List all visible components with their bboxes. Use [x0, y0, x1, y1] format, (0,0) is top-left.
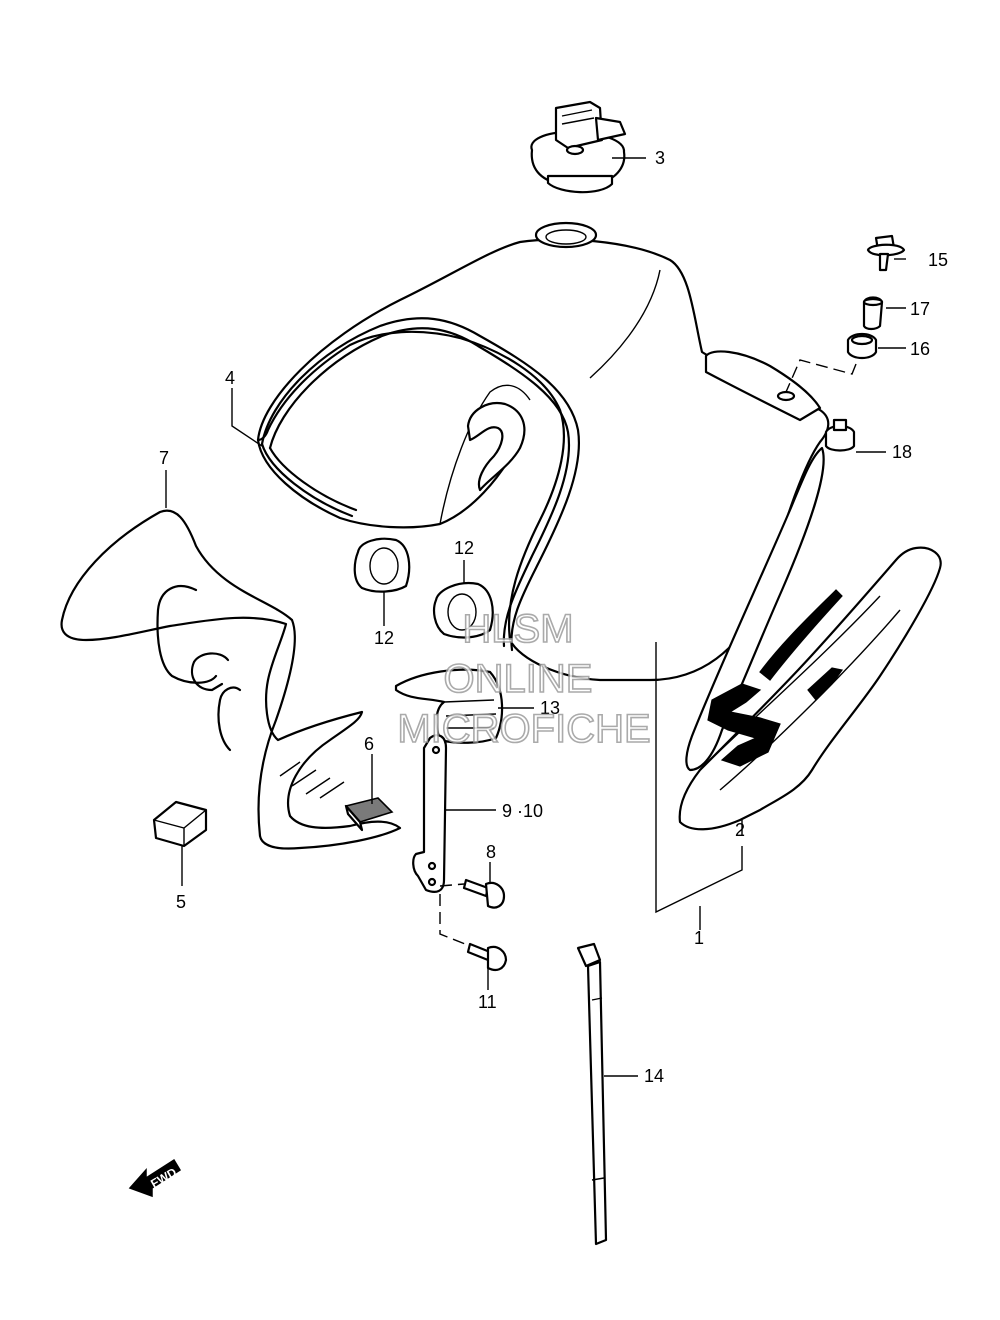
callout-9-10: 9 ·10 [502, 801, 543, 821]
callout-13: 13 [540, 698, 560, 718]
callout-11: 11 [478, 992, 497, 1012]
watermark: HLSM ONLINE MICROFICHE [397, 606, 652, 752]
callout-6: 6 [364, 734, 374, 754]
cushion-pad-6 [344, 797, 394, 832]
callout-5: 5 [176, 892, 186, 912]
callout-18: 18 [892, 442, 912, 462]
callout-17: 17 [910, 299, 930, 319]
cushion-block-5 [152, 800, 208, 848]
callout-2: 2 [735, 820, 745, 840]
watermark-line-2: ONLINE [444, 657, 593, 701]
watermark-line-1: HLSM [462, 607, 573, 651]
callout-3: 3 [655, 148, 665, 168]
fwd-arrow-icon: FWD [128, 1158, 182, 1198]
leader-lines [165, 157, 906, 1077]
cushion-18 [824, 418, 856, 452]
callout-15: 15 [928, 250, 948, 270]
callout-7: 7 [159, 448, 169, 468]
callout-1: 1 [694, 928, 704, 948]
callout-16: 16 [910, 339, 930, 359]
grommet-16 [846, 332, 878, 360]
bolt-15 [866, 234, 906, 272]
cable-tie-14 [576, 942, 608, 1246]
cushion-13 [394, 668, 504, 744]
callout-4: 4 [225, 368, 235, 388]
tank-side-cover [678, 446, 942, 831]
collar-17 [862, 296, 884, 331]
bracket-9-10 [412, 734, 448, 893]
tank-trim-hose [260, 317, 580, 652]
callout-labels: 3 4 7 15 17 16 18 12 12 13 6 9 ·10 2 8 5… [159, 148, 948, 1086]
callout-14: 14 [644, 1066, 664, 1086]
cushion-12-right [433, 582, 494, 639]
callout-8: 8 [486, 842, 496, 862]
bolt-8 [439, 878, 506, 909]
callout-12-lower: 12 [374, 628, 394, 648]
callout-12-upper: 12 [454, 538, 474, 558]
cushion-12-left [353, 537, 411, 593]
front-shroud-cover [60, 509, 402, 850]
mount-leader-dashed [785, 359, 857, 393]
bolt-11 [439, 894, 508, 971]
fuel-cap [530, 100, 627, 194]
watermark-line-3: MICROFICHE [397, 707, 650, 751]
